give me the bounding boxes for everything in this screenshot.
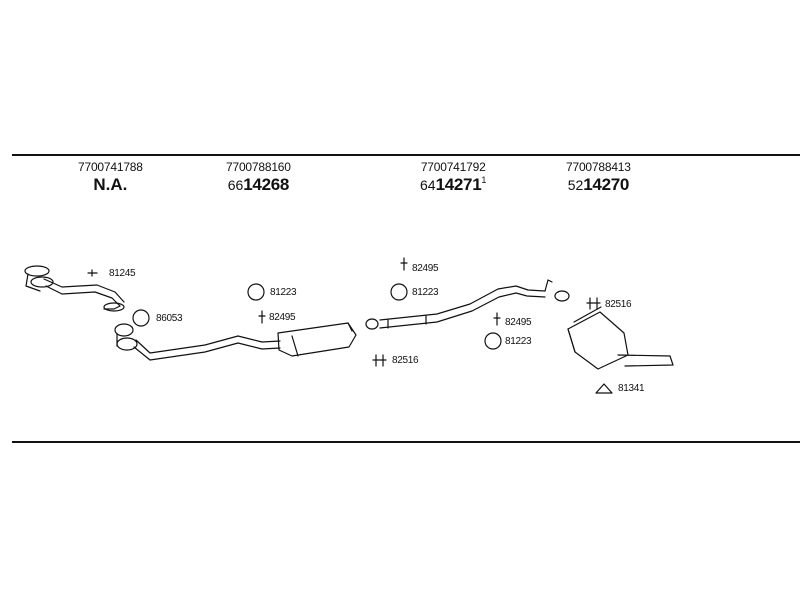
- clamp-icon: [87, 269, 98, 277]
- label-82495: 82495: [505, 317, 532, 328]
- ring-icon: [390, 283, 408, 301]
- column-1: 7700741788 N.A.: [78, 160, 143, 195]
- part-superscript: 1: [481, 175, 487, 185]
- oe-number: 7700788413: [566, 160, 631, 174]
- column-4: 7700788413 5214270: [566, 160, 631, 195]
- part-main: 14270: [583, 175, 630, 194]
- hanger-icon: [400, 257, 408, 271]
- bracket-icon: [586, 297, 601, 310]
- bottom-divider: [12, 441, 800, 443]
- middle-pipe: [114, 322, 357, 361]
- ring-icon: [247, 283, 265, 301]
- part-main: 14271: [435, 175, 482, 194]
- label-82495: 82495: [269, 312, 296, 323]
- label-86053: 86053: [156, 313, 183, 324]
- part-number: N.A.: [93, 175, 128, 194]
- hanger-icon: [258, 310, 266, 324]
- label-82516: 82516: [605, 299, 632, 310]
- label-82495: 82495: [412, 263, 439, 274]
- bracket-icon: [372, 354, 387, 367]
- label-81223: 81223: [270, 287, 297, 298]
- label-81245: 81245: [109, 268, 136, 279]
- part-number: 5214270: [566, 175, 631, 195]
- top-divider: [12, 154, 800, 156]
- oe-number: 7700741792: [420, 160, 486, 174]
- hanger-icon: [493, 312, 501, 326]
- label-81223: 81223: [505, 336, 532, 347]
- part-prefix: 52: [567, 177, 584, 193]
- label-81341: 81341: [618, 383, 645, 394]
- column-3: 7700741792 64142711: [420, 160, 486, 195]
- part-main: 14268: [243, 175, 290, 194]
- gasket-icon: [132, 309, 150, 327]
- rear-pipe: [365, 279, 570, 330]
- rubber-mount-icon: [595, 383, 613, 394]
- oe-number: 7700788160: [226, 160, 291, 174]
- part-number: 64142711: [420, 175, 486, 195]
- oe-number: 7700741788: [78, 160, 143, 174]
- label-82516: 82516: [392, 355, 419, 366]
- column-2: 7700788160 6614268: [226, 160, 291, 195]
- part-prefix: 64: [420, 177, 436, 193]
- rear-muffler: [567, 306, 674, 370]
- label-81223: 81223: [412, 287, 439, 298]
- part-number: 6614268: [226, 175, 291, 195]
- front-pipe: [24, 265, 125, 312]
- part-icons: [87, 257, 613, 394]
- part-prefix: 66: [227, 177, 244, 193]
- ring-icon: [484, 332, 502, 350]
